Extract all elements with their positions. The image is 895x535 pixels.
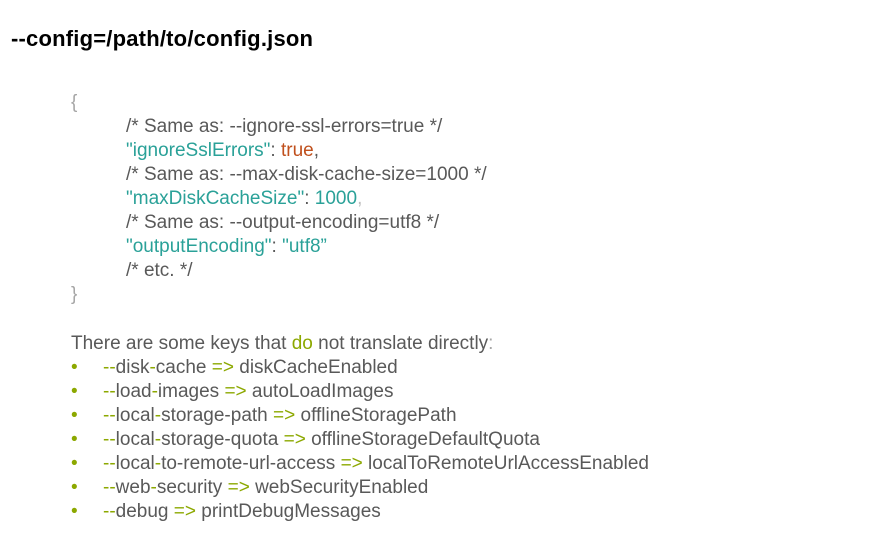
- bullet-icon: •: [71, 477, 78, 498]
- list-item: •--debug => printDebugMessages: [71, 501, 381, 522]
- list-item: •--local-storage-quota => offlineStorage…: [71, 429, 540, 450]
- code-line: /* etc. */: [71, 259, 487, 283]
- close-brace: }: [71, 284, 78, 305]
- list-item: •--load-images => autoLoadImages: [71, 381, 394, 402]
- page-heading: --config=/path/to/config.json: [11, 26, 314, 51]
- code-line: /* Same as: --ignore-ssl-errors=true */: [71, 115, 487, 139]
- json-value: 1000: [314, 188, 358, 209]
- code-line: "ignoreSslErrors": true,: [126, 140, 320, 161]
- code-line: /* Same as: --max-disk-cache-size=1000 *…: [71, 163, 487, 187]
- code-line: }: [71, 283, 487, 307]
- code-comment: /* etc. */: [126, 260, 193, 281]
- code-comment: /* Same as: --ignore-ssl-errors=true */: [126, 116, 443, 137]
- json-value: "utf8”: [282, 236, 327, 257]
- bullet-icon: •: [71, 429, 78, 450]
- code-line: "outputEncoding": "utf8”: [126, 236, 327, 257]
- code-comment: /* Same as: --output-encoding=utf8 */: [126, 212, 440, 233]
- bullet-icon: •: [71, 453, 78, 474]
- list-item: •--local-storage-path => offlineStorageP…: [71, 405, 457, 426]
- json-key: "maxDiskCacheSize": [126, 188, 305, 209]
- bullet-icon: •: [71, 501, 78, 522]
- description-text: There are some keys that do not translat…: [71, 333, 494, 354]
- list-item: •--local-to-remote-url-access => localTo…: [71, 453, 649, 474]
- json-key: "outputEncoding": [126, 236, 272, 257]
- open-brace: {: [71, 92, 78, 113]
- json-value: true: [280, 140, 314, 161]
- list-item: •--web-security => webSecurityEnabled: [71, 477, 429, 498]
- code-line: {: [71, 91, 487, 115]
- mapping-list: •--disk-cache => diskCacheEnabled •--loa…: [71, 356, 649, 524]
- code-line: /* Same as: --output-encoding=utf8 */: [71, 211, 487, 235]
- list-item: •--disk-cache => diskCacheEnabled: [71, 357, 398, 378]
- code-line: "maxDiskCacheSize": 1000,: [126, 188, 363, 209]
- json-key: "ignoreSslErrors": [126, 140, 271, 161]
- bullet-icon: •: [71, 405, 78, 426]
- bullet-icon: •: [71, 381, 78, 402]
- config-code-block: { /* Same as: --ignore-ssl-errors=true *…: [71, 91, 487, 307]
- bullet-icon: •: [71, 357, 78, 378]
- code-comment: /* Same as: --max-disk-cache-size=1000 *…: [126, 164, 487, 185]
